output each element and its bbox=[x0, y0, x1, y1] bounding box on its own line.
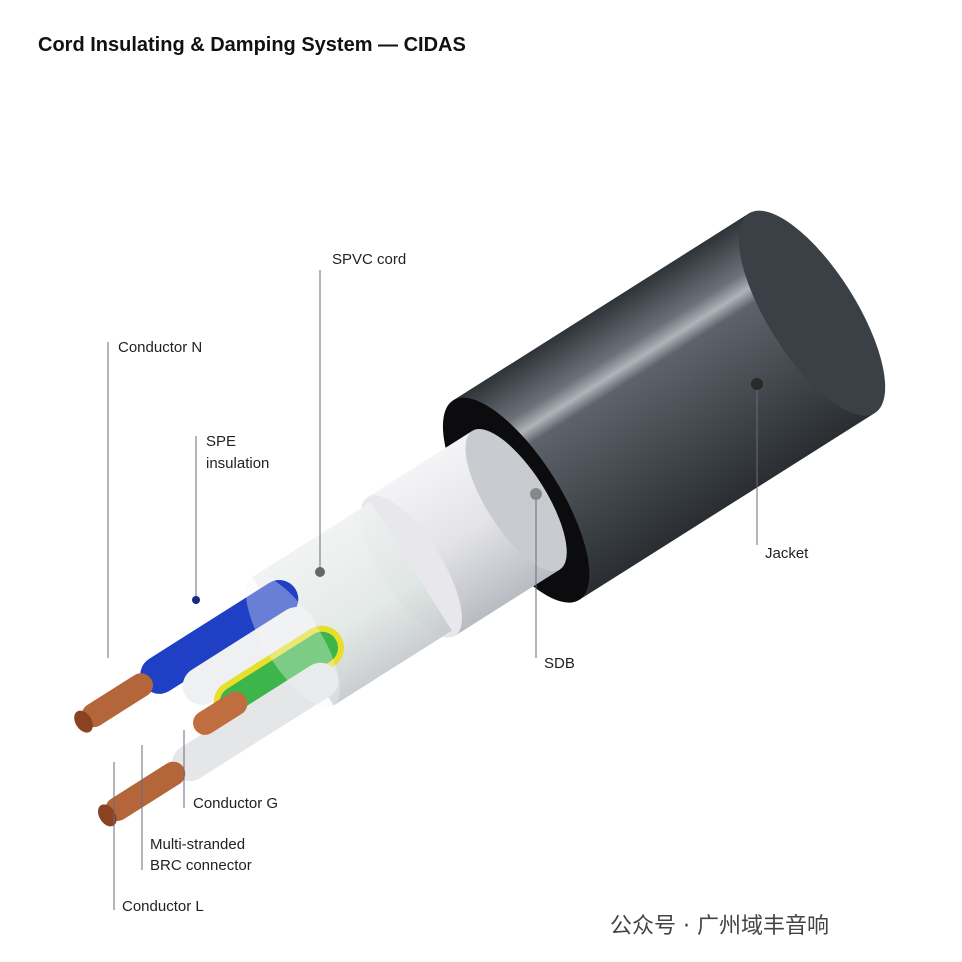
copper-g bbox=[192, 691, 248, 735]
jacket-end-cap bbox=[738, 210, 886, 416]
sdb-layer bbox=[367, 430, 560, 636]
spvc-front-face bbox=[245, 575, 340, 708]
label-conductor-n: Conductor N bbox=[118, 339, 203, 356]
wire-white-1 bbox=[182, 607, 316, 705]
watermark: 公众号 · 广州域丰音响 bbox=[610, 914, 829, 939]
copper-n-end bbox=[74, 710, 93, 733]
label-brc-line1: Multi-stranded bbox=[150, 836, 246, 853]
wire-blue bbox=[140, 579, 299, 694]
leader-dots bbox=[192, 378, 763, 604]
label-brc-line2: BRC connector bbox=[150, 857, 252, 874]
copper-l-end bbox=[97, 804, 117, 827]
copper-l bbox=[105, 761, 186, 821]
diagram-title: Cord Insulating & Damping System — CIDAS bbox=[38, 34, 466, 56]
wire-white-2 bbox=[172, 662, 339, 782]
sdb-shadow bbox=[465, 429, 567, 572]
label-conductor-g: Conductor G bbox=[193, 795, 279, 812]
label-spe-line2: insulation bbox=[206, 455, 270, 472]
label-jacket: Jacket bbox=[765, 545, 809, 562]
leader-lines bbox=[107, 270, 758, 910]
label-conductor-l: Conductor L bbox=[122, 898, 204, 915]
label-spe-line1: SPE bbox=[206, 433, 237, 450]
copper-n bbox=[81, 673, 153, 728]
label-spvc-cord: SPVC cord bbox=[332, 251, 407, 268]
label-sdb: SDB bbox=[544, 655, 575, 672]
